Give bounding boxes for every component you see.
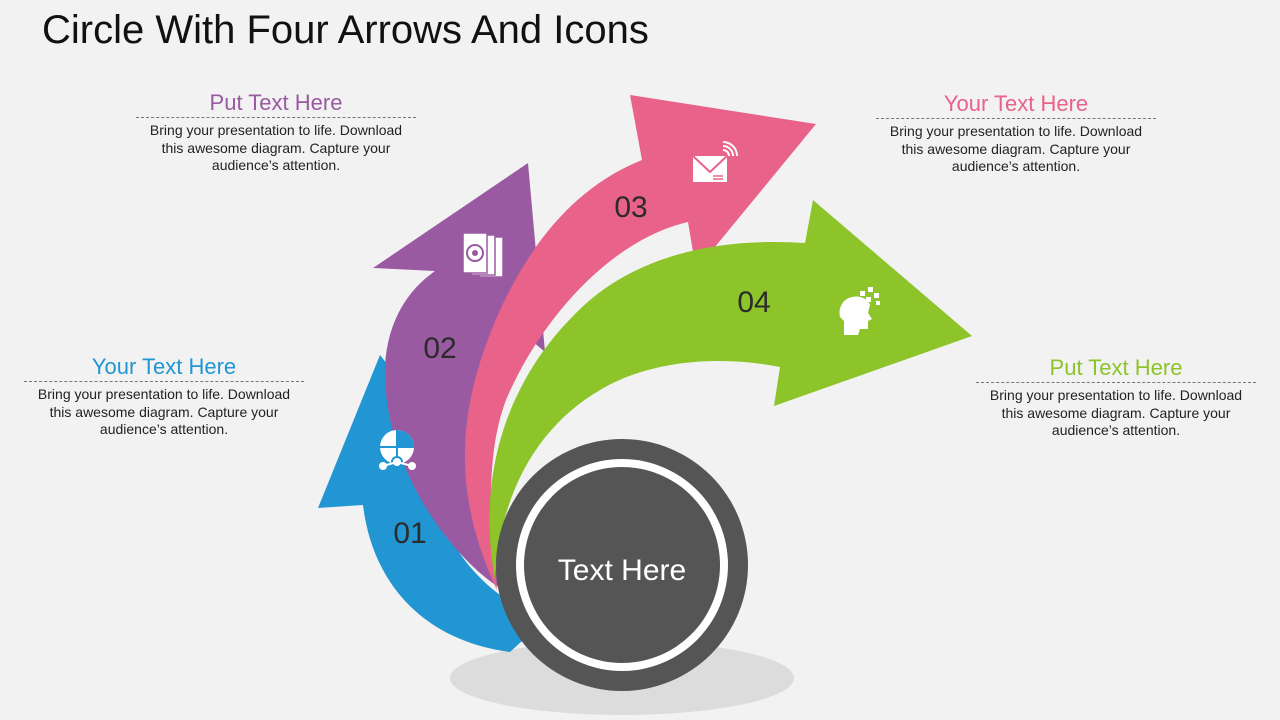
callout-body: Bring your presentation to life. Downloa… bbox=[889, 123, 1143, 174]
callout-body: Bring your presentation to life. Downloa… bbox=[989, 387, 1243, 438]
head-pixels-icon bbox=[839, 287, 880, 335]
step-number-04: 04 bbox=[737, 286, 770, 319]
callout-body: Bring your presentation to life. Downloa… bbox=[37, 386, 291, 437]
callout-heading: Put Text Here bbox=[136, 90, 416, 118]
slide-title: Circle With Four Arrows And Icons bbox=[42, 8, 649, 52]
center-inner-disc bbox=[524, 467, 720, 663]
callout-heading: Your Text Here bbox=[24, 354, 304, 382]
document-target-icon bbox=[462, 232, 504, 278]
callout-right: Put Text Here Bring your presentation to… bbox=[976, 355, 1256, 440]
arrow-04 bbox=[489, 200, 972, 580]
callout-body: Bring your presentation to life. Downloa… bbox=[149, 122, 403, 173]
callout-top-right: Your Text Here Bring your presentation t… bbox=[876, 91, 1156, 176]
email-signal-icon bbox=[692, 141, 738, 182]
pie-chart-network-icon bbox=[379, 430, 416, 470]
callout-heading: Your Text Here bbox=[876, 91, 1156, 119]
callout-left: Your Text Here Bring your presentation t… bbox=[24, 354, 304, 439]
callout-heading: Put Text Here bbox=[976, 355, 1256, 383]
step-number-03: 03 bbox=[614, 191, 647, 224]
center-label: Text Here bbox=[558, 554, 686, 587]
step-number-02: 02 bbox=[423, 332, 456, 365]
step-number-01: 01 bbox=[393, 517, 426, 550]
arrow-03 bbox=[464, 95, 816, 590]
callout-top-left: Put Text Here Bring your presentation to… bbox=[136, 90, 416, 175]
